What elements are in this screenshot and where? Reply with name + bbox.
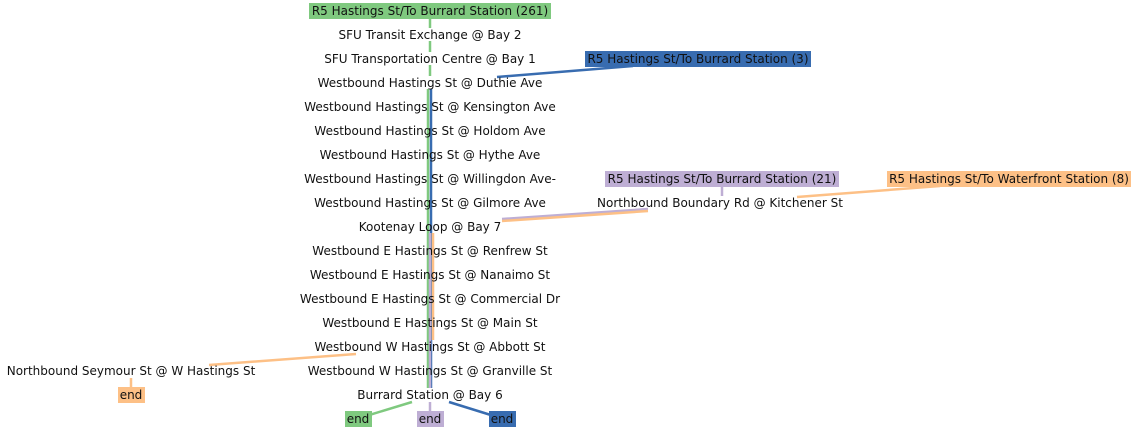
route-lines	[129, 16, 941, 418]
route-8-branch-line	[796, 184, 941, 199]
route-3-end-background	[489, 411, 516, 427]
route-8-end-label: end	[120, 388, 143, 402]
stop-burrard-station: Burrard Station @ Bay 6	[357, 388, 502, 402]
route-8-end-background	[118, 387, 145, 403]
stop-labels: SFU Transit Exchange @ Bay 2 SFU Transpo…	[7, 28, 844, 402]
stop-nanaimo-st: Westbound E Hastings St @ Nanaimo St	[310, 268, 550, 282]
route-3-branch-line	[496, 64, 634, 79]
stop-sfu-transit-exchange: SFU Transit Exchange @ Bay 2	[338, 28, 521, 42]
stop-hythe-ave: Westbound Hastings St @ Hythe Ave	[320, 148, 541, 162]
route-3-end-connector	[448, 400, 495, 418]
route-header-labels: R5 Hastings St/To Burrard Station (261) …	[309, 3, 1131, 187]
stop-renfrew-st: Westbound E Hastings St @ Renfrew St	[312, 244, 548, 258]
stop-boundary-rd: Northbound Boundary Rd @ Kitchener St	[597, 196, 843, 210]
stop-kootenay-loop: Kootenay Loop @ Bay 7	[359, 220, 501, 234]
route-21-end-label: end	[419, 412, 442, 426]
stop-granville-st: Westbound W Hastings St @ Granville St	[308, 364, 553, 378]
route-3-label-background	[585, 51, 811, 67]
stop-willingdon-ave: Westbound Hastings St @ Willingdon Ave-	[304, 172, 556, 186]
route-261-end-background	[345, 411, 372, 427]
route-3-end-label: end	[491, 412, 514, 426]
stop-kensington-ave: Westbound Hastings St @ Kensington Ave	[304, 100, 556, 114]
route-8-label: R5 Hastings St/To Waterfront Station (8)	[889, 172, 1129, 186]
route-21-label: R5 Hastings St/To Burrard Station (21)	[608, 172, 837, 186]
stop-seymour-st: Northbound Seymour St @ W Hastings St	[7, 364, 256, 378]
route-8-label-background	[887, 171, 1131, 187]
stop-sfu-transportation-centre: SFU Transportation Centre @ Bay 1	[324, 52, 535, 66]
stop-holdom-ave: Westbound Hastings St @ Holdom Ave	[314, 124, 545, 138]
end-markers: end end end end	[118, 387, 516, 427]
route-261-label: R5 Hastings St/To Burrard Station (261)	[312, 4, 548, 18]
stop-gilmore-ave: Westbound Hastings St @ Gilmore Ave	[314, 196, 546, 210]
route-261-end-connector	[365, 400, 413, 418]
route-8-to-seymour-line	[208, 352, 357, 367]
stop-duthie-ave: Westbound Hastings St @ Duthie Ave	[318, 76, 543, 90]
route-261-label-background	[309, 3, 551, 19]
route-8-to-kootenay-line	[501, 209, 649, 223]
route-21-end-background	[417, 411, 444, 427]
route-261-end-label: end	[347, 412, 370, 426]
route-3-label: R5 Hastings St/To Burrard Station (3)	[587, 52, 808, 66]
stop-abbott-st: Westbound W Hastings St @ Abbott St	[314, 340, 545, 354]
stop-commercial-dr: Westbound E Hastings St @ Commercial Dr	[300, 292, 560, 306]
stop-main-st: Westbound E Hastings St @ Main St	[322, 316, 537, 330]
route-21-label-background	[605, 171, 839, 187]
route-21-to-kootenay-line	[501, 207, 649, 221]
